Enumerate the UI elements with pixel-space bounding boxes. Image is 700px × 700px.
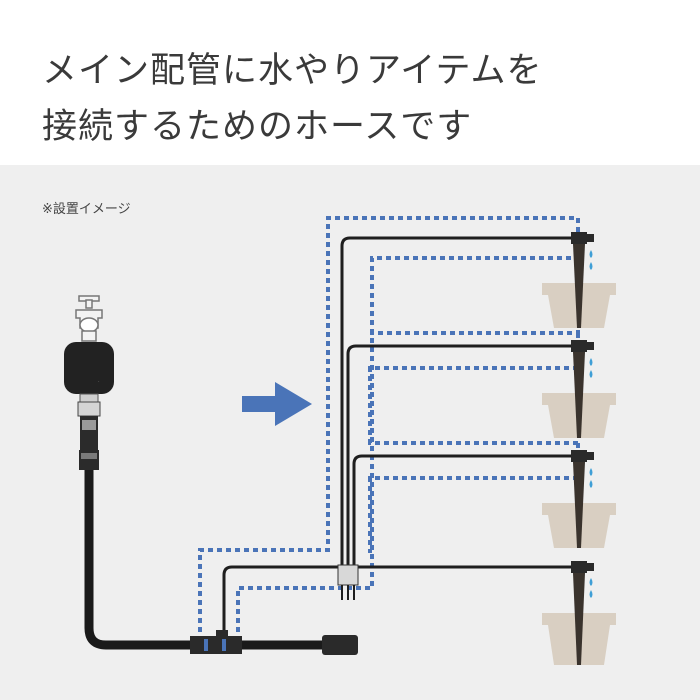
arrow-right-icon (242, 382, 312, 426)
installation-diagram: · (64, 216, 616, 665)
dotted-loop-2 (368, 366, 578, 445)
drip-stakes (571, 232, 594, 665)
drip-stake-icon (571, 561, 594, 665)
faucet-icon (75, 295, 103, 342)
page-title-line-1: メイン配管に水やりアイテムを (42, 51, 543, 91)
dotted-hose-paths (198, 216, 580, 650)
dotted-loop-1 (370, 258, 580, 335)
water-drop-icon (589, 262, 593, 270)
water-drop-icon (589, 250, 593, 258)
drip-stake-icon (571, 450, 594, 548)
water-drop-icon (589, 358, 593, 366)
water-drop-icon (589, 468, 593, 476)
water-drop-icon (589, 480, 593, 488)
drip-stake-icon (571, 340, 594, 438)
installation-image-note: ※設置イメージ (42, 202, 131, 217)
header: メイン配管に水やりアイテムを 接続するためのホースです (0, 0, 700, 165)
page-title-line-2: 接続するためのホースです (42, 107, 473, 147)
water-timer-icon: · (64, 342, 114, 394)
micro-tubes (222, 236, 575, 640)
end-cap (322, 635, 358, 655)
water-drop-icon (589, 578, 593, 586)
outer-dotted-path (198, 216, 580, 650)
inner-dotted-path (236, 256, 578, 650)
drip-stake-icon (571, 232, 594, 328)
dotted-loop-3 (368, 476, 578, 553)
hose-fittings (77, 393, 101, 470)
water-drops (589, 250, 593, 598)
tee-connector (190, 630, 242, 654)
main-hose (84, 470, 330, 650)
water-drop-icon (589, 370, 593, 378)
manifold-connector (337, 564, 359, 600)
svg-text:·: · (98, 379, 100, 385)
water-drop-icon (589, 590, 593, 598)
